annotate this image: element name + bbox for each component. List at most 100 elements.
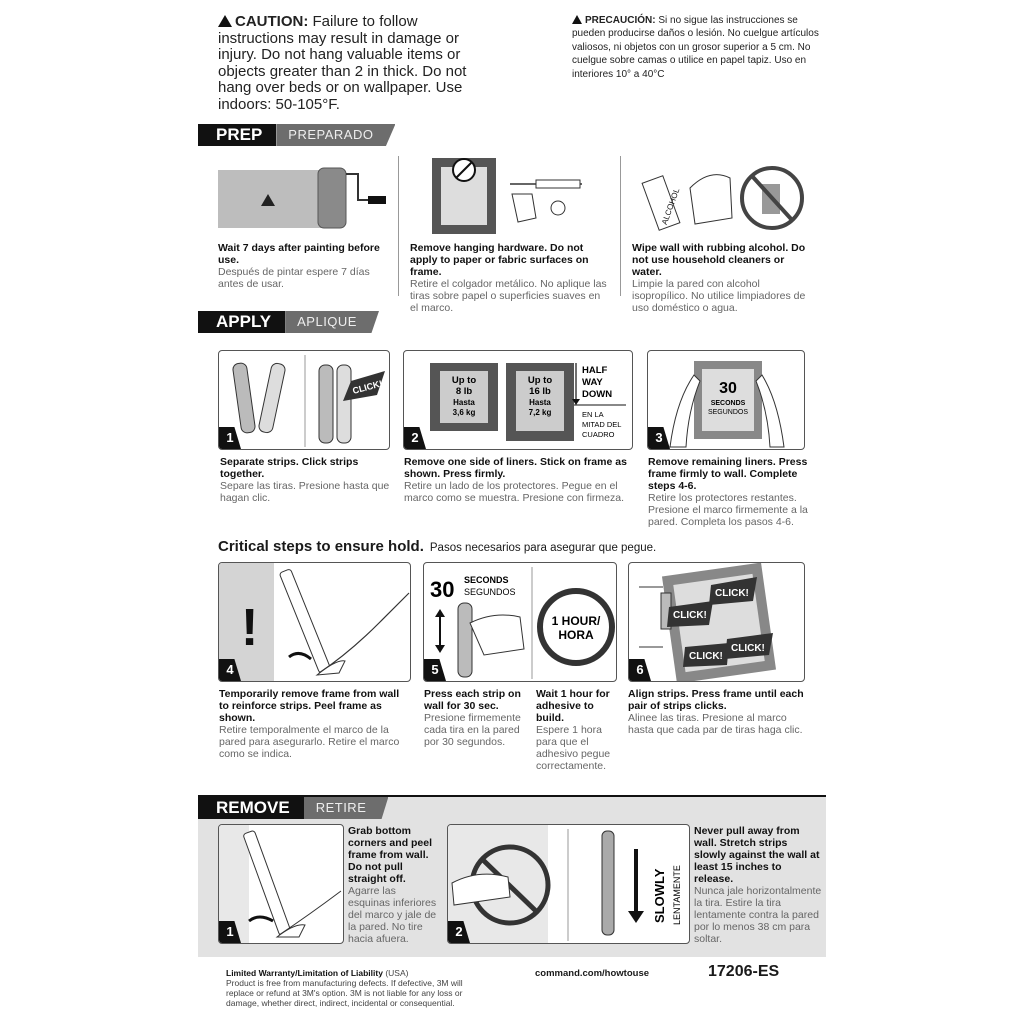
- critical-seconds-es: SEGUNDOS: [464, 587, 516, 597]
- prep-step-3-en: Wipe wall with rubbing alcohol. Do not u…: [632, 242, 806, 278]
- apply-step-1-es: Separe las tiras. Presione hasta que hag…: [220, 480, 390, 504]
- apply-step-2-es: Retire un lado de los protectores. Pegue…: [404, 480, 624, 504]
- clock-l1: 1 HOUR/: [552, 614, 601, 628]
- critical-heading: Critical steps to ensure hold.Pasos nece…: [218, 538, 656, 555]
- apply-step-3-es: Retire los protectores restantes. Presio…: [648, 492, 808, 528]
- critical-seconds-en: SECONDS: [464, 575, 509, 585]
- apply-banner: APPLY APLIQUE: [198, 311, 379, 333]
- caution-es-text: Si no sigue las instrucciones se pueden …: [572, 15, 819, 80]
- apply-step-2-caption: Remove one side of liners. Stick on fram…: [404, 456, 632, 504]
- howto-url[interactable]: command.com/howtouse: [535, 968, 650, 979]
- prep-step-3-caption: Wipe wall with rubbing alcohol. Do not u…: [632, 242, 812, 314]
- frame2-line3: Hasta: [529, 398, 551, 407]
- halfway-es2: MITAD DEL: [582, 420, 621, 429]
- step-number: 3: [648, 427, 670, 449]
- caution-es-label: PRECAUCIÓN:: [585, 15, 656, 26]
- warning-icon: [572, 15, 582, 24]
- remove-title: REMOVE: [198, 797, 304, 819]
- frame2-line2: 16 lb: [529, 386, 551, 397]
- halfway-es3: CUADRO: [582, 430, 615, 439]
- caution-en: CAUTION: Failure to follow instructions …: [218, 13, 488, 113]
- slowly-es-label: LENTAMENTE: [672, 865, 682, 925]
- step-number: 2: [448, 921, 470, 943]
- apply-seconds-en: SECONDS: [711, 400, 746, 407]
- step-number: 1: [219, 921, 241, 943]
- divider: [620, 156, 621, 296]
- warranty-title: Limited Warranty/Limitation of Liability: [226, 968, 383, 978]
- caution-es: PRECAUCIÓN: Si no sigue las instruccione…: [572, 14, 822, 81]
- apply-step-3-panel: 30 SECONDS SEGUNDOS 3: [647, 350, 805, 450]
- critical-wait-caption: Wait 1 hour for adhesive to build. Esper…: [536, 688, 616, 772]
- step-number: 1: [219, 427, 241, 449]
- prep-banner: PREP PREPARADO: [198, 124, 396, 146]
- remove-step-1-en: Grab bottom corners and peel frame from …: [348, 825, 433, 885]
- critical-title-es: Pasos necesarios para asegurar que pegue…: [429, 542, 657, 554]
- warranty: Limited Warranty/Limitation of Liability…: [226, 968, 476, 1008]
- apply-title: APPLY: [198, 311, 286, 333]
- remove-divider: [198, 795, 826, 797]
- critical-step-4-caption: Temporarily remove frame from wall to re…: [219, 688, 411, 760]
- apply-step-3-caption: Remove remaining liners. Press frame fir…: [648, 456, 808, 528]
- halfway-l2: WAY: [582, 377, 603, 388]
- remove-step-1-es: Agarre las esquinas inferiores del marco…: [348, 885, 437, 945]
- click-label: CLICK!: [673, 610, 707, 621]
- apply-step-2-panel: Up to 8 lb Hasta 3,6 kg Up to 16 lb Hast…: [403, 350, 633, 450]
- critical-wait-es: Espere 1 hora para que el adhesivo pegue…: [536, 724, 611, 772]
- remove-step-2-panel: SLOWLY LENTAMENTE 2: [447, 824, 690, 944]
- apply-seconds-num: 30: [719, 380, 737, 397]
- halfway-es1: EN LA: [582, 410, 604, 419]
- step-number: 4: [219, 659, 241, 681]
- remove-step-1-panel: 1: [218, 824, 344, 944]
- frame2-line4: 7,2 kg: [529, 408, 552, 417]
- apply-step-2-en: Remove one side of liners. Stick on fram…: [404, 456, 627, 480]
- halfway-l3: DOWN: [582, 389, 612, 400]
- warranty-region: (USA): [385, 968, 409, 978]
- frame2-line1: Up to: [528, 375, 552, 386]
- remove-step-1-caption: Grab bottom corners and peel frame from …: [348, 825, 438, 945]
- frame1-line1: Up to: [452, 375, 476, 386]
- clock-l2: HORA: [558, 628, 594, 642]
- prep-step-3-es: Limpie la pared con alcohol isopropílico…: [632, 278, 806, 314]
- frame1-line2: 8 lb: [456, 386, 473, 397]
- prep-wipe-illustration: ALCOHOL: [640, 158, 810, 234]
- warning-icon: [218, 15, 232, 27]
- critical-step-6-caption: Align strips. Press frame until each pai…: [628, 688, 808, 736]
- critical-step-5-es: Presione firmemente cada tira en la pare…: [424, 712, 521, 748]
- critical-step-4-en: Temporarily remove frame from wall to re…: [219, 688, 400, 724]
- prep-step-1-es: Después de pintar espere 7 días antes de…: [218, 266, 370, 290]
- critical-step-6-panel: CLICK! CLICK! CLICK! CLICK! 6: [628, 562, 805, 682]
- remove-step-2-en: Never pull away from wall. Stretch strip…: [694, 825, 820, 885]
- apply-step-1-panel: CLICK! 1: [218, 350, 390, 450]
- step-number: 5: [424, 659, 446, 681]
- critical-wait-en: Wait 1 hour for adhesive to build.: [536, 688, 610, 724]
- warranty-text: Product is free from manufacturing defec…: [226, 978, 463, 1008]
- remove-step-2-caption: Never pull away from wall. Stretch strip…: [694, 825, 822, 945]
- critical-step-5-caption: Press each strip on wall for 30 sec. Pre…: [424, 688, 528, 748]
- exclaim-mark: !: [241, 599, 258, 657]
- divider: [398, 156, 399, 296]
- frame1-line4: 3,6 kg: [453, 408, 476, 417]
- apply-seconds-es: SEGUNDOS: [708, 409, 748, 416]
- click-label: CLICK!: [715, 588, 749, 599]
- remove-step-2-es: Nunca jale horizontalmente la tira. Esti…: [694, 885, 822, 945]
- prep-title: PREP: [198, 124, 277, 146]
- slowly-label: SLOWLY: [652, 868, 667, 923]
- prep-step-2-es: Retire el colgador metálico. No aplique …: [410, 278, 607, 314]
- prep-title-es: PREPARADO: [276, 124, 396, 146]
- apply-title-es: APLIQUE: [285, 311, 379, 333]
- critical-step-5-en: Press each strip on wall for 30 sec.: [424, 688, 521, 712]
- product-code: 17206-ES: [708, 963, 780, 980]
- step-number: 6: [629, 659, 651, 681]
- halfway-l1: HALF: [582, 365, 608, 376]
- critical-seconds-num: 30: [430, 577, 454, 602]
- caution-en-label: CAUTION:: [235, 13, 309, 30]
- apply-step-1-caption: Separate strips. Click strips together. …: [220, 456, 390, 504]
- apply-step-3-en: Remove remaining liners. Press frame fir…: [648, 456, 808, 492]
- prep-paint-illustration: [218, 160, 388, 232]
- remove-title-es: RETIRE: [303, 797, 389, 819]
- remove-banner: REMOVE RETIRE: [198, 797, 389, 819]
- prep-step-1-en: Wait 7 days after painting before use.: [218, 242, 380, 266]
- frame1-line3: Hasta: [453, 398, 475, 407]
- apply-step-1-en: Separate strips. Click strips together.: [220, 456, 359, 480]
- prep-step-2-en: Remove hanging hardware. Do not apply to…: [410, 242, 589, 278]
